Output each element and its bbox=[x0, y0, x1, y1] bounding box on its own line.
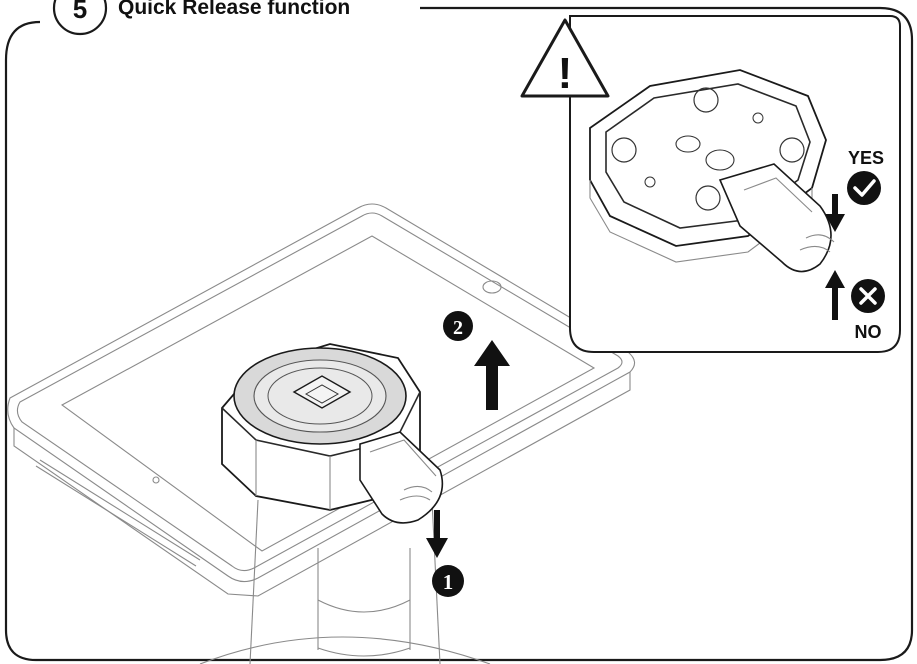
tablet-home-button bbox=[482, 280, 502, 294]
no-label: NO bbox=[855, 322, 882, 342]
yes-label: YES bbox=[848, 148, 884, 168]
warning-triangle-icon: ! bbox=[520, 18, 610, 98]
outer-frame bbox=[4, 6, 914, 662]
warning-symbol: ! bbox=[558, 49, 573, 98]
step-number-badge: 5 bbox=[52, 0, 108, 36]
step-1-label: 1 bbox=[443, 570, 454, 594]
tablet-camera bbox=[152, 476, 160, 484]
arrow-up-icon bbox=[474, 340, 510, 410]
step-1-marker: 1 bbox=[432, 565, 464, 597]
step-2-marker: 2 bbox=[443, 311, 473, 341]
x-circle-icon bbox=[851, 279, 885, 313]
step-2-label: 2 bbox=[453, 317, 463, 339]
no-arrow-up-icon bbox=[825, 270, 845, 320]
yes-arrow-down-icon bbox=[825, 194, 845, 232]
check-circle-icon bbox=[847, 171, 881, 205]
quick-release-mount bbox=[221, 343, 444, 524]
arrow-down-icon bbox=[426, 510, 448, 558]
tablet bbox=[7, 203, 636, 597]
section-title: Quick Release function bbox=[118, 0, 350, 19]
step-number: 5 bbox=[73, 0, 87, 24]
inset-mount-underside bbox=[589, 69, 835, 273]
